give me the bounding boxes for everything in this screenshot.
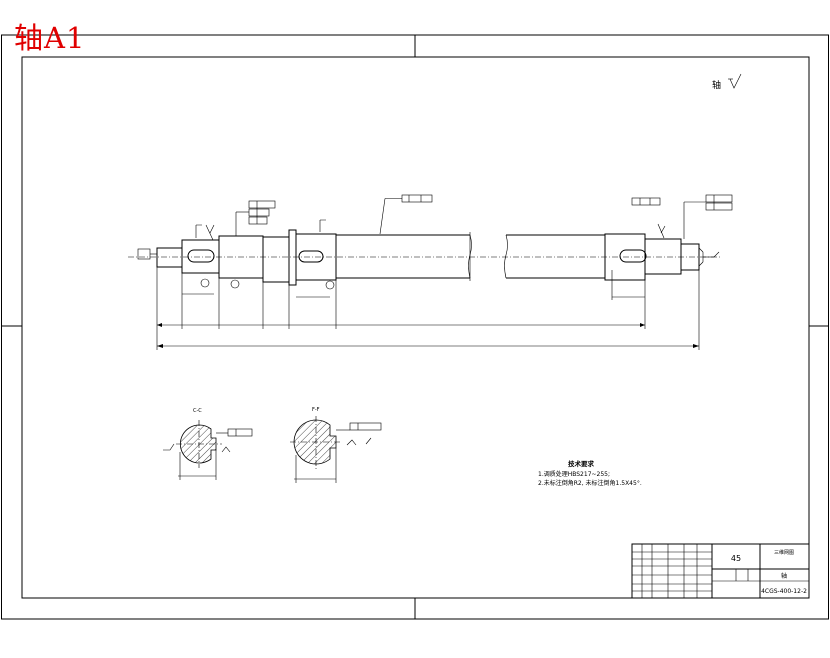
shaft-main-view bbox=[128, 229, 720, 286]
tolerance-frames bbox=[137, 194, 733, 290]
shaft-collar bbox=[288, 229, 297, 286]
tech-req-line-1: 1.调质处理HBS217~255; bbox=[538, 470, 610, 478]
outer-border bbox=[1, 34, 829, 620]
top-right-roughness: 轴 bbox=[712, 73, 742, 91]
section-view-c: C-C bbox=[163, 408, 253, 480]
dimension-lines bbox=[156, 267, 700, 350]
tolerance-frame-left bbox=[235, 200, 276, 236]
keyway-left bbox=[187, 249, 215, 263]
keyway-right bbox=[619, 249, 647, 263]
section-f-label: F-F bbox=[312, 407, 320, 413]
company-label: 三维网图 bbox=[774, 549, 794, 556]
tolerance-frame-top-center bbox=[379, 194, 433, 235]
tech-req-line-2: 2.未标注倒角R2, 未标注倒角1.5X45°. bbox=[538, 479, 642, 487]
datum-circle bbox=[200, 278, 210, 288]
top-right-label: 轴 bbox=[712, 79, 721, 91]
technical-requirements: 技术要求 1.调质处理HBS217~255; 2.未标注倒角R2, 未标注倒角1… bbox=[538, 459, 642, 487]
centering-marks bbox=[1, 35, 829, 619]
inner-border bbox=[21, 56, 810, 599]
material-value: 45 bbox=[731, 554, 741, 563]
drawing-number: 4CGS-400-12-2 bbox=[761, 588, 807, 595]
title-block: 45 三维网图 轴 4CGS-400-12-2 bbox=[631, 543, 810, 599]
tech-req-heading: 技术要求 bbox=[568, 459, 595, 468]
tolerance-frame-right bbox=[631, 194, 733, 239]
keyway-middle bbox=[298, 250, 324, 263]
part-name: 轴 bbox=[781, 572, 787, 580]
section-view-f: F-F bbox=[290, 407, 382, 483]
section-c-label: C-C bbox=[193, 408, 202, 414]
roughness-icon bbox=[729, 73, 742, 89]
sheet-title: 轴A1 bbox=[14, 21, 86, 55]
